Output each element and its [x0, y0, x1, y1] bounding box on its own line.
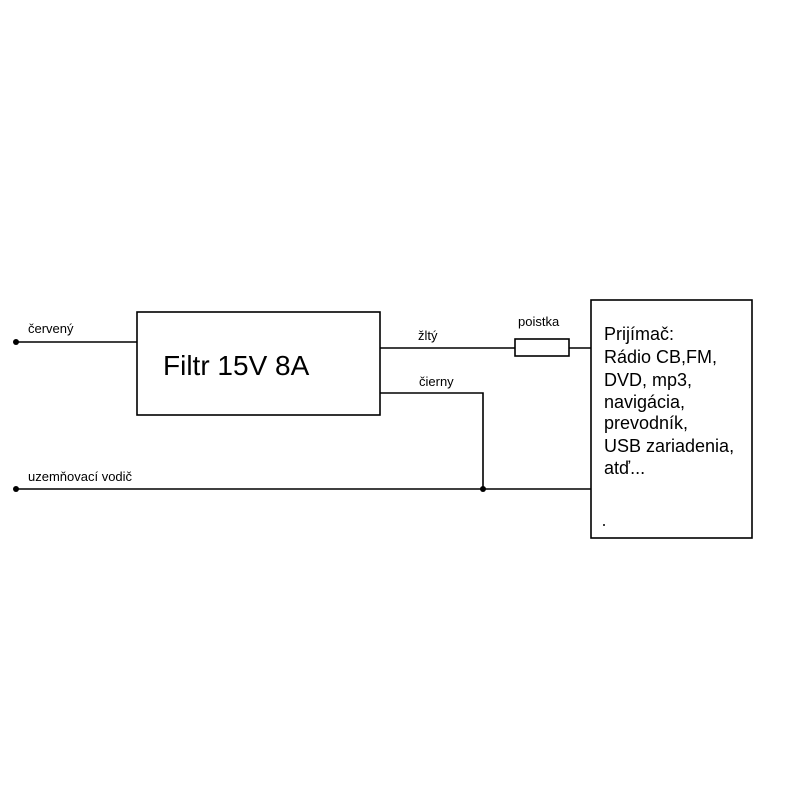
red-wire-label: červený [28, 321, 74, 336]
receiver-line: Prijímač: [604, 324, 674, 344]
receiver-box [590, 299, 753, 539]
filter-title: Filtr 15V 8A [163, 350, 310, 381]
red-wire-terminal [13, 339, 19, 345]
receiver-line: prevodník, [604, 413, 688, 433]
wires [16, 341, 591, 490]
receiver-line: USB zariadenia, [604, 436, 734, 456]
receiver-line: navigácia, [604, 392, 685, 412]
black-wire [380, 392, 484, 489]
yellow-wire-label: žltý [418, 328, 438, 343]
fuse-symbol [514, 338, 570, 357]
receiver-line: atď... [604, 458, 645, 478]
fuse-label: poistka [518, 314, 560, 329]
receiver-line: DVD, mp3, [604, 370, 692, 390]
receiver-line: Rádio CB,FM, [604, 347, 717, 367]
receiver-text: Prijímač: Rádio CB,FM, DVD, mp3, navigác… [604, 324, 734, 478]
filter-box [136, 311, 381, 416]
black-wire-label: čierny [419, 374, 454, 389]
ground-wire-terminal [13, 486, 19, 492]
receiver-dot [603, 524, 605, 526]
ground-wire-label: uzemňovací vodič [28, 469, 133, 484]
junction-dot [480, 486, 486, 492]
